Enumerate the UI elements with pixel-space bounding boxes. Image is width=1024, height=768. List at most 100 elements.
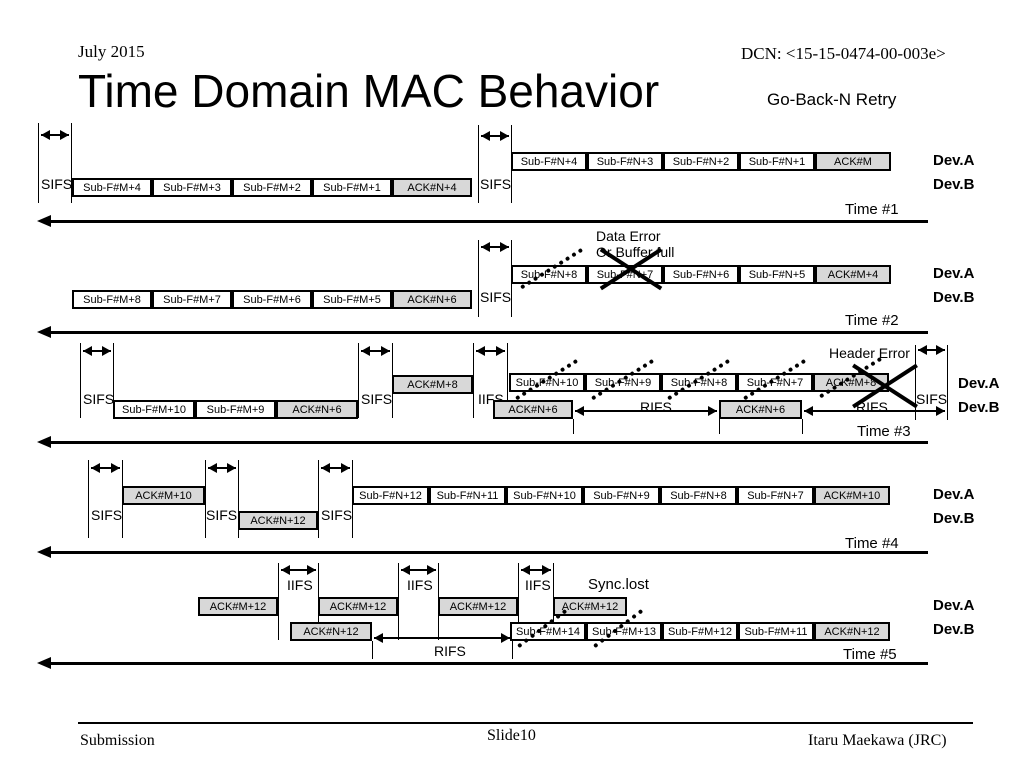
ack-frame-box: ACK#N+6 bbox=[276, 400, 358, 419]
frame-box: Sub-F#M+6 bbox=[232, 290, 312, 309]
rifs-label: RIFS bbox=[640, 399, 672, 415]
frame-box: Sub-F#N+8 bbox=[660, 486, 737, 505]
dev-a-label: Dev.A bbox=[933, 597, 975, 614]
tick-line bbox=[372, 641, 373, 659]
frame-box: Sub-F#N+7 bbox=[737, 486, 814, 505]
timeline-arrow bbox=[37, 215, 928, 227]
boundary-line bbox=[473, 343, 474, 418]
sifs-label: SIFS bbox=[206, 507, 238, 523]
sifs-gap-arrow bbox=[918, 345, 945, 355]
ack-frame-box: ACK#N+6 bbox=[392, 290, 472, 309]
footer-submission: Submission bbox=[80, 732, 155, 749]
frame-box: Sub-F#M+1 bbox=[312, 178, 392, 197]
sifs-gap-arrow bbox=[208, 463, 236, 473]
frame-box: Sub-F#M+13 bbox=[586, 622, 662, 641]
rifs-label: RIFS bbox=[434, 643, 466, 659]
sifs-label: SIFS bbox=[41, 176, 73, 192]
iifs-label: IIFS bbox=[525, 577, 551, 593]
frame-box: Sub-F#N+3 bbox=[587, 152, 663, 171]
frame-box: Sub-F#N+4 bbox=[511, 152, 587, 171]
sifs-gap-arrow bbox=[361, 346, 390, 356]
iifs-gap-arrow bbox=[476, 346, 505, 356]
frame-box: Sub-F#N+8 bbox=[661, 373, 737, 392]
boundary-line bbox=[88, 460, 89, 538]
dev-b-label: Dev.B bbox=[958, 399, 1000, 416]
timeline-arrow bbox=[37, 657, 928, 669]
sifs-gap-arrow bbox=[481, 131, 509, 141]
ack-frame-box: ACK#N+12 bbox=[290, 622, 372, 641]
iifs-label: IIFS bbox=[287, 577, 313, 593]
ack-frame-box: ACK#M+10 bbox=[814, 486, 890, 505]
ack-frame-box: ACK#N+4 bbox=[392, 178, 472, 197]
sync-lost-note: Sync.lost bbox=[588, 576, 649, 593]
rifs-span-arrow bbox=[575, 406, 717, 416]
ack-frame-box: ACK#N+6 bbox=[493, 400, 573, 419]
ack-frame-box: ACK#M+12 bbox=[438, 597, 518, 616]
tick-line bbox=[719, 419, 720, 434]
timeline-arrow bbox=[37, 436, 928, 448]
sifs-gap-arrow bbox=[481, 242, 509, 252]
sifs-label: SIFS bbox=[83, 391, 115, 407]
boundary-line bbox=[358, 343, 359, 418]
sifs-label: SIFS bbox=[91, 507, 123, 523]
frame-box: Sub-F#M+14 bbox=[510, 622, 586, 641]
boundary-line bbox=[38, 123, 39, 203]
dcn-number: DCN: <15-15-0474-00-003e> bbox=[741, 44, 946, 63]
boundary-line bbox=[478, 125, 479, 203]
time-label: Time #4 bbox=[845, 535, 899, 552]
time-label: Time #5 bbox=[843, 646, 897, 663]
iifs-label: IIFS bbox=[407, 577, 433, 593]
frame-box: Sub-F#M+3 bbox=[152, 178, 232, 197]
rifs-span-arrow bbox=[804, 406, 945, 416]
frame-box: Sub-F#N+9 bbox=[585, 373, 661, 392]
frame-box: Sub-F#M+8 bbox=[72, 290, 152, 309]
frame-box: Sub-F#N+12 bbox=[352, 486, 429, 505]
time-label: Time #3 bbox=[857, 423, 911, 440]
slide-date: July 2015 bbox=[78, 42, 145, 61]
boundary-line bbox=[478, 240, 479, 317]
sifs-gap-arrow bbox=[83, 346, 111, 356]
ack-frame-box: ACK#N+12 bbox=[814, 622, 890, 641]
frame-box: Sub-F#M+11 bbox=[738, 622, 814, 641]
boundary-line bbox=[205, 460, 206, 538]
boundary-line bbox=[278, 563, 279, 640]
sifs-gap-arrow bbox=[41, 130, 69, 140]
frame-box: Sub-F#N+6 bbox=[663, 265, 739, 284]
data-error-note-line1: Data Error bbox=[596, 228, 661, 244]
sifs-gap-arrow bbox=[91, 463, 120, 473]
boundary-line bbox=[113, 343, 114, 418]
sifs-label: SIFS bbox=[480, 176, 512, 192]
ack-frame-box: ACK#M+12 bbox=[198, 597, 278, 616]
dev-a-label: Dev.A bbox=[933, 152, 975, 169]
timeline-arrow bbox=[37, 546, 928, 558]
ack-frame-box: ACK#M+8 bbox=[392, 375, 473, 394]
ack-frame-box: ACK#M+4 bbox=[815, 265, 891, 284]
boundary-line bbox=[398, 563, 399, 640]
boundary-line bbox=[238, 460, 239, 538]
frame-box: Sub-F#M+9 bbox=[195, 400, 276, 419]
sifs-label: SIFS bbox=[916, 391, 948, 407]
dev-a-label: Dev.A bbox=[933, 486, 975, 503]
frame-box: Sub-F#N+8 bbox=[511, 265, 587, 284]
time-label: Time #1 bbox=[845, 201, 899, 218]
footer-author: Itaru Maekawa (JRC) bbox=[808, 732, 947, 749]
frame-box: Sub-F#N+9 bbox=[583, 486, 660, 505]
dev-a-label: Dev.A bbox=[933, 265, 975, 282]
iifs-gap-arrow bbox=[281, 565, 316, 575]
frame-box: Sub-F#M+5 bbox=[312, 290, 392, 309]
frame-box: Sub-F#M+2 bbox=[232, 178, 312, 197]
sifs-label: SIFS bbox=[321, 507, 353, 523]
boundary-line bbox=[71, 123, 72, 203]
dev-b-label: Dev.B bbox=[933, 621, 975, 638]
boundary-line bbox=[518, 563, 519, 640]
dev-b-label: Dev.B bbox=[933, 289, 975, 306]
frame-box: Sub-F#N+5 bbox=[739, 265, 815, 284]
footer-divider bbox=[78, 722, 973, 724]
sifs-gap-arrow bbox=[321, 463, 350, 473]
ack-frame-box: ACK#M bbox=[815, 152, 891, 171]
frame-box: Sub-F#M+7 bbox=[152, 290, 232, 309]
ack-frame-box: ACK#M+10 bbox=[122, 486, 205, 505]
frame-box: Sub-F#M+10 bbox=[113, 400, 195, 419]
x-error-mark bbox=[599, 246, 663, 292]
sifs-label: SIFS bbox=[480, 289, 512, 305]
